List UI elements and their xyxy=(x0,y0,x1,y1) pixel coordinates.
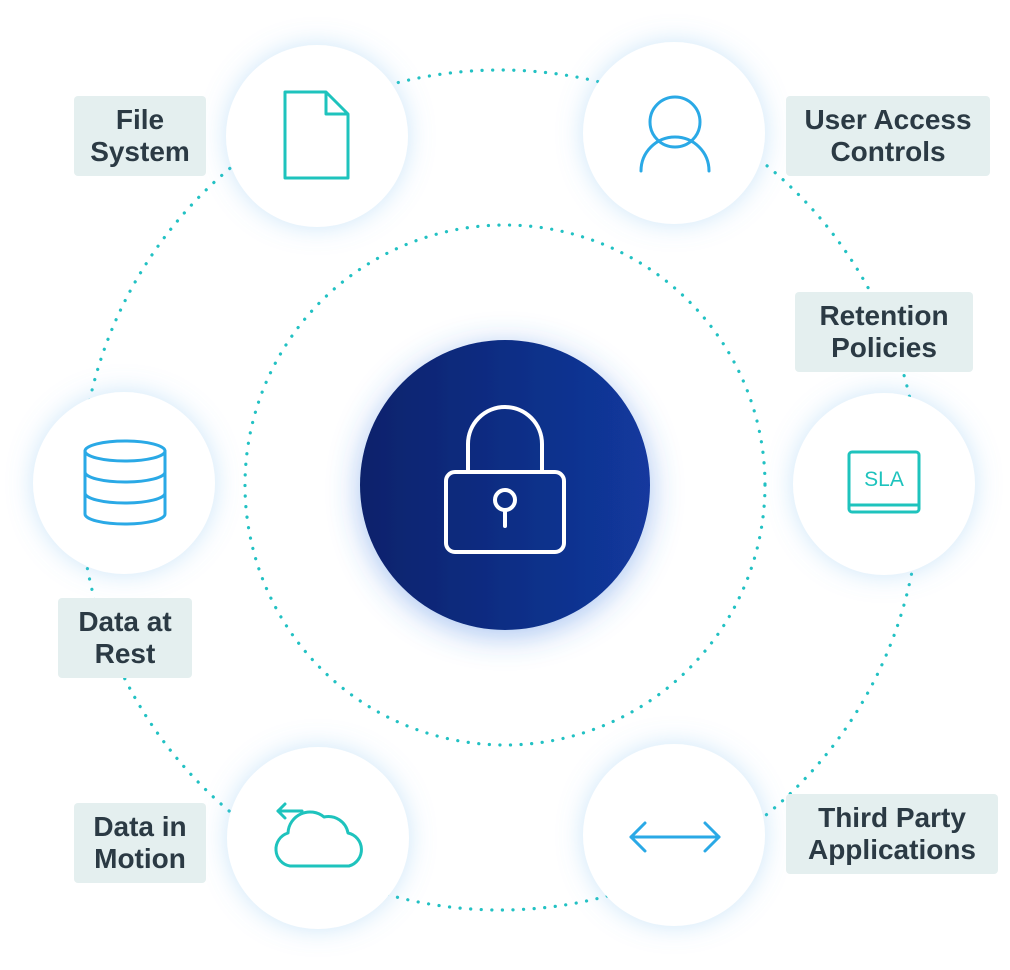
data-motion-label-line2: Motion xyxy=(94,843,186,874)
cloud-sync-icon xyxy=(274,802,363,868)
center-lock-node xyxy=(360,340,650,630)
user-access-label-line1: User Access xyxy=(804,104,972,135)
data-rest-label-line1: Data at xyxy=(78,606,172,637)
inner-dotted-ring xyxy=(243,223,767,747)
user-access-label: User Access Controls xyxy=(786,96,990,176)
data-motion-node xyxy=(227,747,409,929)
third-party-label: Third Party Applications xyxy=(786,794,998,874)
data-motion-label: Data in Motion xyxy=(74,803,206,883)
file-system-node xyxy=(226,45,408,227)
user-access-node xyxy=(583,42,765,224)
sla-badge-text: SLA xyxy=(864,468,904,491)
sla-node: SLA xyxy=(793,393,975,575)
retention-label-line1: Retention xyxy=(819,300,949,331)
file-system-label-line2: System xyxy=(90,136,190,167)
bidirectional-arrow-icon xyxy=(629,821,721,853)
data-rest-node xyxy=(33,392,215,574)
retention-label: Retention Policies xyxy=(795,292,973,372)
file-system-label-line1: File xyxy=(115,104,165,135)
user-access-label-line2: Controls xyxy=(830,136,946,167)
third-party-label-line2: Applications xyxy=(807,834,976,865)
lock-icon xyxy=(444,405,566,554)
database-icon xyxy=(83,439,167,526)
file-icon xyxy=(283,90,350,180)
user-icon xyxy=(639,95,711,173)
data-rest-label: Data at Rest xyxy=(58,598,192,678)
data-rest-label-line2: Rest xyxy=(94,638,156,669)
data-motion-label-line1: Data in xyxy=(93,811,187,842)
file-system-label: File System xyxy=(74,96,206,176)
sla-document-icon: SLA xyxy=(847,450,921,514)
retention-label-line2: Policies xyxy=(831,332,937,363)
third-party-label-line1: Third Party xyxy=(818,802,966,833)
third-party-node xyxy=(583,744,765,926)
